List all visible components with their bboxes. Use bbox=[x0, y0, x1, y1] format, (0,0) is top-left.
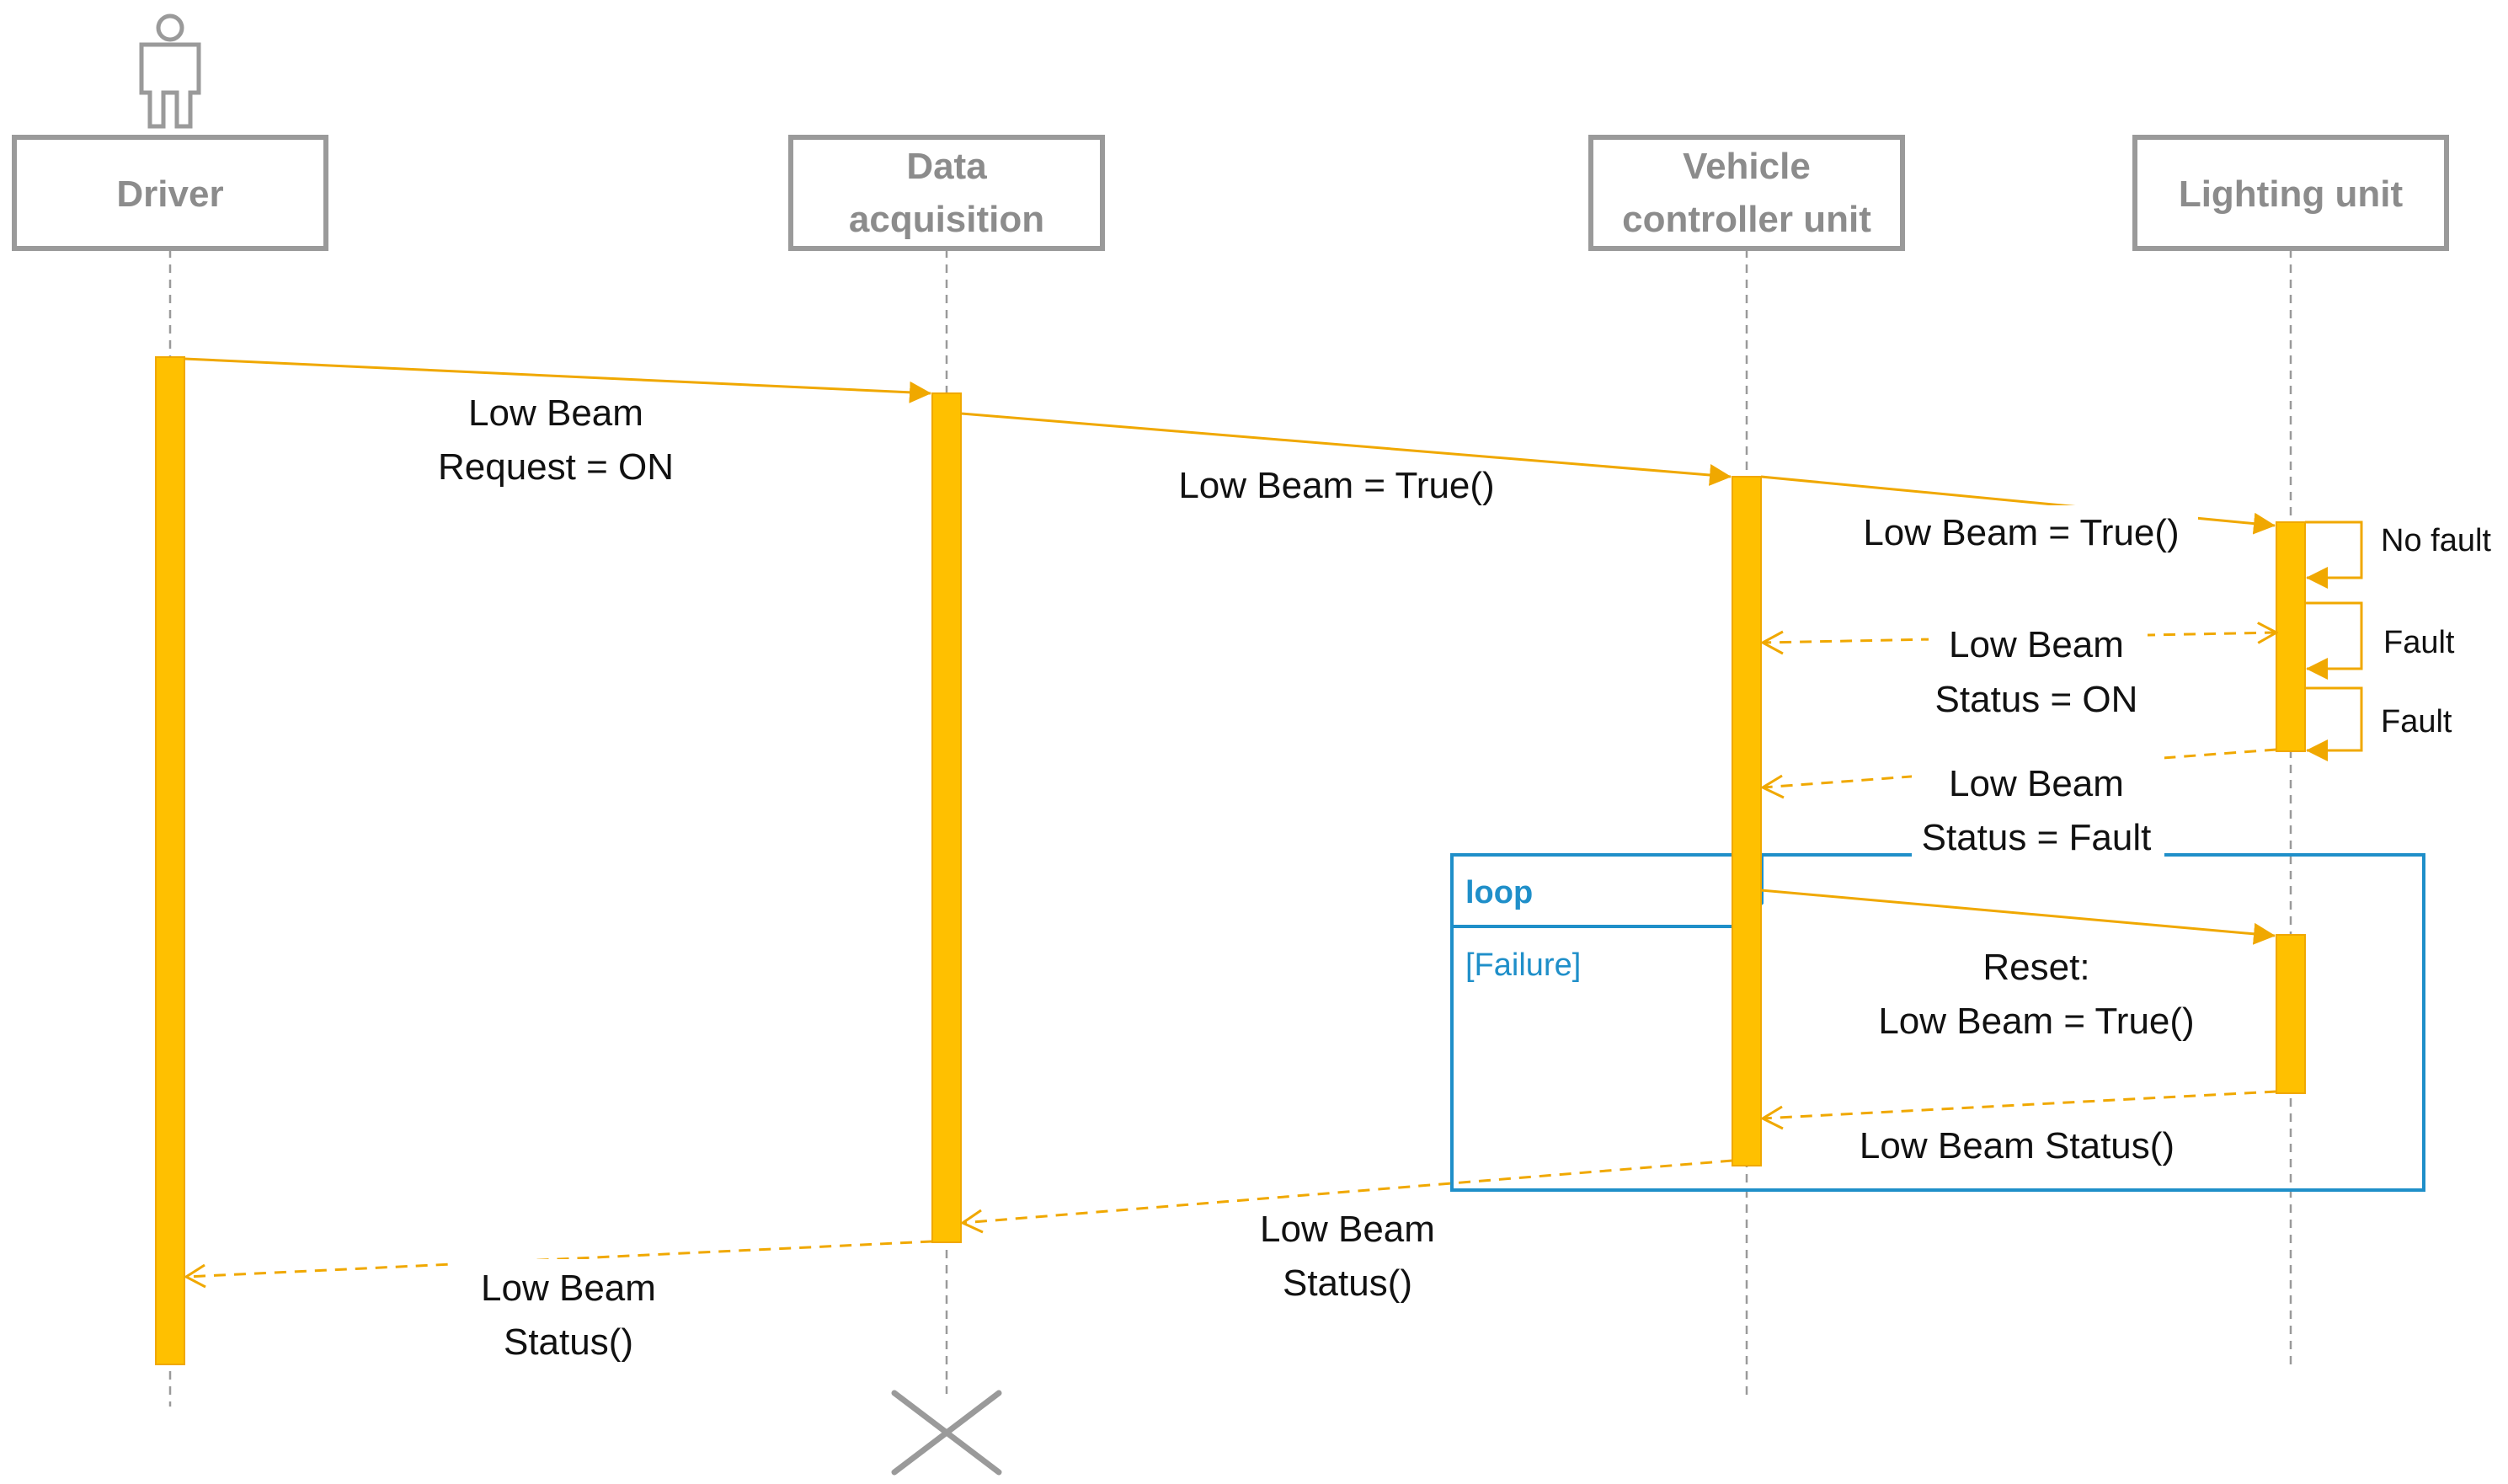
low-beam-request-arrow bbox=[184, 357, 931, 403]
lighting-unit-label: Lighting unit bbox=[2179, 173, 2404, 215]
lighting-unit-participant: Lighting unit bbox=[2132, 135, 2449, 251]
loop-status-arrowhead bbox=[1759, 1105, 1784, 1130]
driver-label: Driver bbox=[116, 173, 223, 215]
status-on-reply-arrow bbox=[1762, 633, 2276, 644]
data-acquisition-activation bbox=[931, 392, 962, 1243]
reset-label-line2: Low Beam = True() bbox=[1878, 1001, 2194, 1042]
loop-frame-guard: [Failure] bbox=[1465, 948, 1581, 983]
data-acquisition-label-line1: Data bbox=[906, 146, 987, 187]
self-message-fault-1 bbox=[2305, 601, 2363, 680]
loop-frame-title: loop bbox=[1465, 875, 1533, 910]
destruction-x-icon bbox=[891, 1390, 1002, 1476]
vehicle-controller-participant: Vehicle controller unit bbox=[1588, 135, 1905, 251]
status-to-driver-label-line2: Status() bbox=[504, 1321, 633, 1363]
data-acquisition-participant: Data acquisition bbox=[788, 135, 1105, 251]
status-fault-reply-arrow bbox=[1762, 748, 2277, 789]
self-message-no-fault bbox=[2305, 520, 2363, 589]
low-beam-request-label-line1: Low Beam bbox=[468, 392, 643, 434]
status-to-da-label-line2: Status() bbox=[1283, 1262, 1412, 1304]
driver-activation bbox=[155, 356, 185, 1365]
status-fault-label-line1: Low Beam bbox=[1949, 763, 2124, 804]
status-to-driver-label-line1: Low Beam bbox=[481, 1268, 656, 1309]
status-fault-arrowhead bbox=[1759, 774, 1785, 799]
low-beam-true-label-2: Low Beam = True() bbox=[1863, 512, 2179, 553]
driver-actor-icon bbox=[139, 13, 201, 129]
status-on-label-line1: Low Beam bbox=[1949, 624, 2124, 665]
driver-participant: Driver bbox=[12, 135, 328, 251]
status-to-da-reply-arrow bbox=[962, 1159, 1733, 1225]
low-beam-request-label-line2: Request = ON bbox=[438, 446, 674, 488]
vehicle-controller-activation bbox=[1732, 476, 1762, 1166]
lighting-unit-activation bbox=[2276, 521, 2306, 752]
reset-arrow bbox=[1760, 889, 2276, 945]
vehicle-controller-label-line1: Vehicle bbox=[1683, 146, 1811, 187]
status-to-driver-arrowhead bbox=[184, 1263, 206, 1289]
loop-status-label: Low Beam Status() bbox=[1860, 1125, 2174, 1166]
self-message-no-fault-label: No fault bbox=[2381, 523, 2491, 558]
lighting-unit-reset-activation bbox=[2276, 934, 2306, 1094]
low-beam-true-label-1: Low Beam = True() bbox=[1178, 465, 1494, 506]
vehicle-controller-label-line2: controller unit bbox=[1622, 199, 1871, 240]
self-message-fault-1-label: Fault bbox=[2383, 625, 2455, 660]
status-on-arrowhead bbox=[1759, 630, 1784, 655]
low-beam-true-arrow-1 bbox=[960, 412, 1732, 486]
self-message-fault-2 bbox=[2305, 686, 2363, 761]
reset-label-line1: Reset: bbox=[1982, 947, 2089, 988]
status-fault-label-line2: Status = Fault bbox=[1922, 817, 2152, 858]
self-message-fault-2-label: Fault bbox=[2381, 704, 2452, 739]
status-to-da-arrowhead bbox=[959, 1209, 984, 1234]
status-to-da-label-line1: Low Beam bbox=[1260, 1209, 1435, 1250]
data-acquisition-label-line2: acquisition bbox=[849, 199, 1044, 240]
status-on-label-line2: Status = ON bbox=[1935, 679, 2138, 720]
loop-frame: loop [Failure] bbox=[1450, 853, 2425, 1192]
loop-status-reply-arrow bbox=[1762, 1090, 2277, 1120]
